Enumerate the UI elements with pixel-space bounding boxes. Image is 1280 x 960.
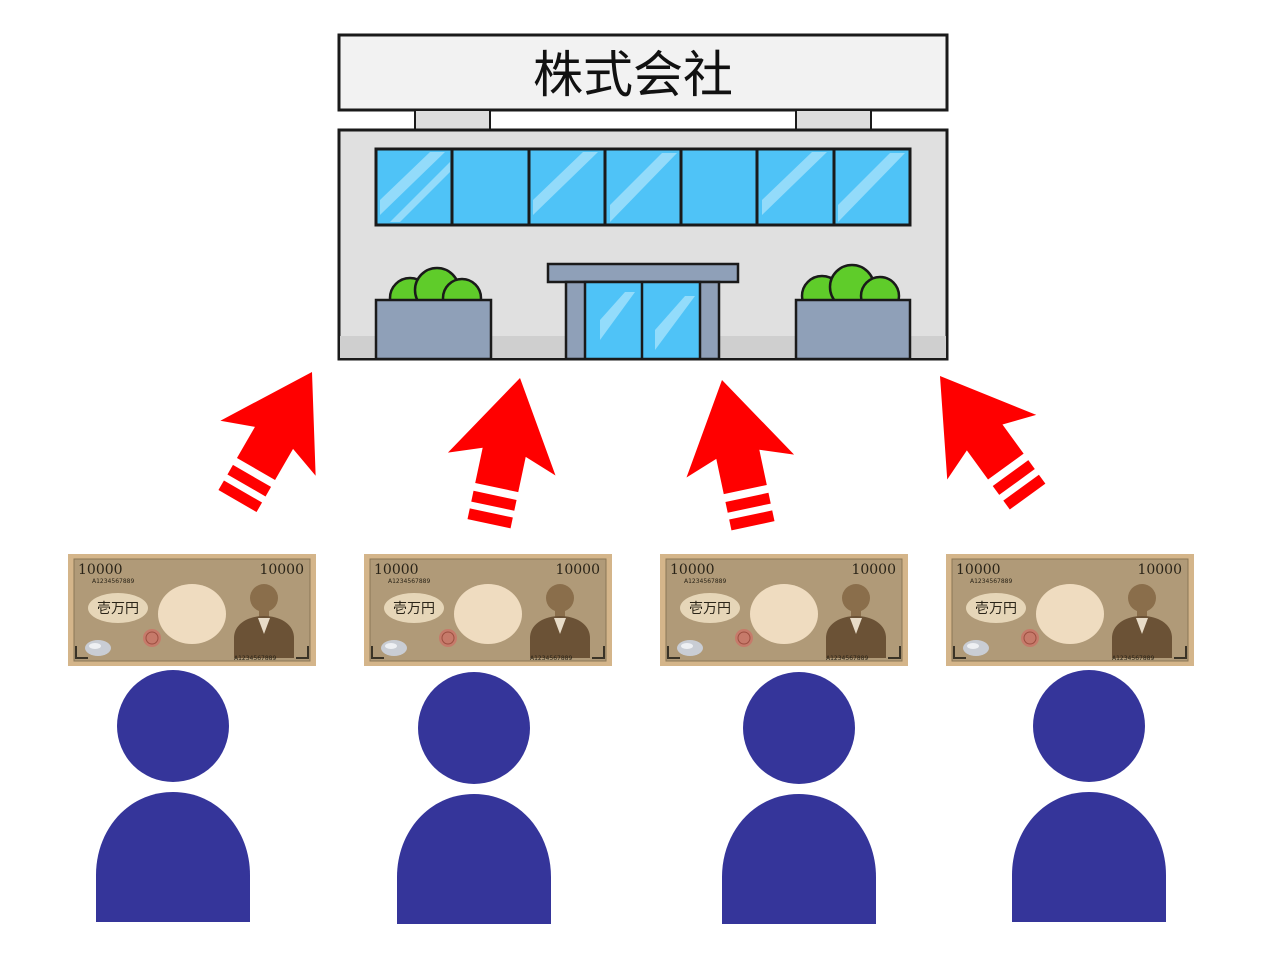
banknote-serial: A1234567889 <box>970 578 1012 585</box>
banknote-denomination: 10000 <box>851 562 896 578</box>
arrow-up-icon <box>668 368 807 538</box>
banknote-denomination: 10000 <box>259 562 304 578</box>
banknote-denomination: 10000 <box>670 562 715 578</box>
person-icon <box>1012 670 1166 922</box>
person-icon <box>96 670 250 922</box>
person-icon <box>722 672 876 924</box>
banknote-serial: A1234567889 <box>388 578 430 585</box>
banknote: 10000 10000 A1234567889 A1234567889 壱万円 <box>945 553 1195 667</box>
shareholders-group <box>96 670 1166 924</box>
person-icon <box>397 672 551 924</box>
entrance-door <box>564 280 721 361</box>
banknote-kanji: 壱万円 <box>689 600 731 617</box>
banknote-denomination: 10000 <box>1137 562 1182 578</box>
arrow-up-icon <box>895 343 1073 529</box>
banknote-serial: A1234567889 <box>234 655 276 662</box>
banknote: 10000 10000 A1234567889 A1234567889 壱万円 <box>363 553 613 667</box>
planter-right <box>794 263 912 361</box>
banknote-denomination: 10000 <box>374 562 419 578</box>
banknote-denomination: 10000 <box>78 562 123 578</box>
banknote-serial: A1234567889 <box>92 578 134 585</box>
banknote-serial: A1234567889 <box>1112 655 1154 662</box>
arrows-group <box>189 343 1073 538</box>
banknote-denomination: 10000 <box>956 562 1001 578</box>
company-sign-text: 株式会社 <box>533 46 733 104</box>
arrow-up-icon <box>435 366 574 536</box>
entrance-canopy <box>546 262 740 284</box>
banknote-kanji: 壱万円 <box>975 600 1017 617</box>
planter-left <box>374 266 493 361</box>
banknote-serial: A1234567889 <box>530 655 572 662</box>
banknote: 10000 10000 A1234567889 A1234567889 壱万円 <box>659 553 909 667</box>
banknote-denomination: 10000 <box>555 562 600 578</box>
banknote-serial: A1234567889 <box>826 655 868 662</box>
building-windows <box>374 147 912 227</box>
company-sign <box>337 33 949 112</box>
arrow-up-icon <box>189 344 360 529</box>
company-building: 株式会社 <box>337 33 949 361</box>
banknote: 10000 10000 A1234567889 A1234567889 壱万円 <box>67 553 317 667</box>
banknote-serial: A1234567889 <box>684 578 726 585</box>
banknote-kanji: 壱万円 <box>97 600 139 617</box>
banknote-kanji: 壱万円 <box>393 600 435 617</box>
